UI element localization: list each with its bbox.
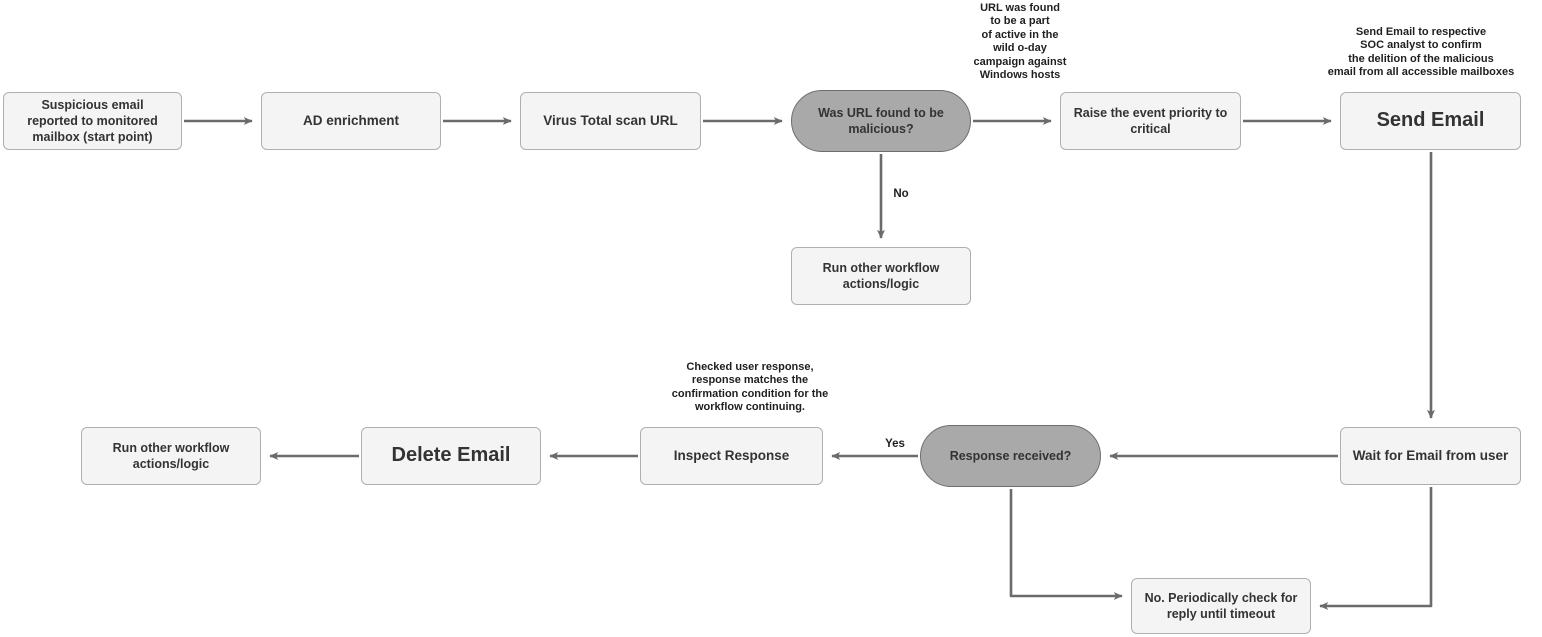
label-send-email-to-soc: Send Email to respective SOC analyst to …: [1327, 26, 1515, 79]
node-run-other-workflow-bottom[interactable]: Run other workflow actions/logic: [81, 427, 261, 485]
label-no-malicious: No: [893, 188, 909, 200]
node-raise-priority[interactable]: Raise the event priority to critical: [1060, 92, 1241, 150]
node-label-start: Suspicious email reported to monitored m…: [27, 98, 158, 144]
node-label-response-received-decision: Response received?: [949, 449, 1072, 463]
node-wait-for-email[interactable]: Wait for Email from user: [1340, 427, 1521, 485]
edge-response-no-to-periodic: [1009, 489, 1123, 600]
node-label-wait-for-email: Wait for Email from user: [1352, 448, 1509, 464]
label-checked-user-response: Checked user response, response matches …: [671, 361, 829, 414]
node-run-other-workflow-top[interactable]: Run other workflow actions/logic: [791, 247, 971, 305]
edge-wait-to-periodic: [1319, 487, 1433, 610]
node-label-url-malicious-decision: Was URL found to be malicious?: [818, 106, 944, 136]
node-label-run-other-workflow-bottom: Run other workflow actions/logic: [112, 441, 230, 471]
node-response-received-decision[interactable]: Response received?: [920, 425, 1101, 487]
node-periodic-check[interactable]: No. Periodically check for reply until t…: [1131, 578, 1311, 634]
node-label-periodic-check: No. Periodically check for reply until t…: [1144, 591, 1298, 621]
node-start[interactable]: Suspicious email reported to monitored m…: [3, 92, 182, 150]
node-label-delete-email: Delete Email: [391, 444, 511, 467]
node-inspect-response[interactable]: Inspect Response: [640, 427, 823, 485]
node-ad-enrichment[interactable]: AD enrichment: [261, 92, 441, 150]
node-label-run-other-workflow-top: Run other workflow actions/logic: [822, 261, 940, 291]
node-label-ad-enrichment: AD enrichment: [302, 113, 400, 129]
label-zero-day-campaign: URL was found to be a part of active in …: [973, 2, 1067, 82]
node-label-raise-priority: Raise the event priority to critical: [1073, 106, 1228, 136]
node-send-email[interactable]: Send Email: [1340, 92, 1521, 150]
node-label-inspect-response: Inspect Response: [673, 448, 790, 464]
label-yes-response: Yes: [885, 438, 905, 450]
node-label-virus-total-scan: Virus Total scan URL: [543, 113, 678, 129]
node-label-send-email: Send Email: [1376, 109, 1485, 132]
node-virus-total-scan[interactable]: Virus Total scan URL: [520, 92, 701, 150]
node-delete-email[interactable]: Delete Email: [361, 427, 541, 485]
node-url-malicious-decision[interactable]: Was URL found to be malicious?: [791, 90, 971, 152]
